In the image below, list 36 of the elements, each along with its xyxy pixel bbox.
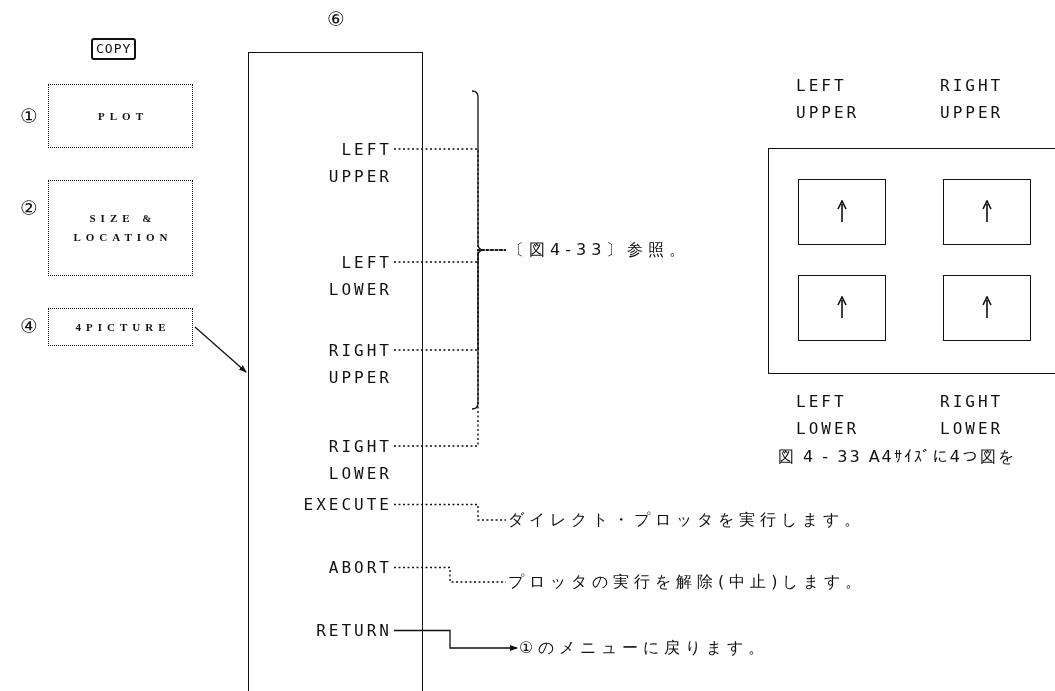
soft-key-box bbox=[48, 84, 193, 148]
leader-line bbox=[393, 503, 507, 521]
menu-item: EXECUTE bbox=[303, 491, 392, 518]
picture-area bbox=[943, 179, 1031, 245]
step-number: ② bbox=[20, 196, 38, 220]
position-label: LEFT LOWER bbox=[796, 391, 861, 440]
picture-area bbox=[943, 275, 1031, 341]
menu-item: RETURN bbox=[316, 617, 392, 644]
soft-key-box bbox=[48, 308, 193, 346]
key-label: SIZE & LOCATION bbox=[72, 211, 174, 245]
position-label: RIGHT UPPER bbox=[940, 75, 1005, 124]
menu-item: LEFT LOWER bbox=[300, 249, 392, 303]
arrow bbox=[194, 326, 247, 373]
menu-item: LEFT UPPER bbox=[300, 136, 392, 190]
menu-item: RIGHT UPPER bbox=[300, 337, 392, 391]
arrow bbox=[393, 629, 518, 651]
sheet-outline bbox=[768, 148, 1055, 374]
figure-caption: 図 4 - 33 A4ｻｲｽﾞに4つ図を bbox=[778, 446, 1016, 468]
leader-line bbox=[393, 249, 507, 447]
step-number: ① bbox=[20, 104, 38, 128]
menu-item: ABORT bbox=[328, 554, 392, 581]
menu-item: RIGHT LOWER bbox=[300, 433, 392, 487]
note-text: 〔図4-33〕参照。 bbox=[508, 239, 691, 261]
picture-area bbox=[798, 179, 886, 245]
position-label: RIGHT LOWER bbox=[940, 391, 1005, 440]
menu-number: ⑥ bbox=[327, 7, 345, 31]
note-text: ①のメニューに戻ります。 bbox=[519, 637, 770, 659]
note-text: プロッタの実行を解除(中止)します。 bbox=[508, 571, 867, 593]
key-label: PLOT bbox=[97, 108, 148, 124]
key-label: 4PICTURE bbox=[74, 319, 171, 335]
copy-key: COPY bbox=[91, 38, 137, 60]
note-text: ダイレクト・プロッタを実行します。 bbox=[508, 509, 865, 531]
picture-area bbox=[798, 275, 886, 341]
soft-key-box bbox=[48, 180, 193, 276]
step-number: ④ bbox=[20, 314, 38, 338]
position-label: LEFT UPPER bbox=[796, 75, 861, 124]
